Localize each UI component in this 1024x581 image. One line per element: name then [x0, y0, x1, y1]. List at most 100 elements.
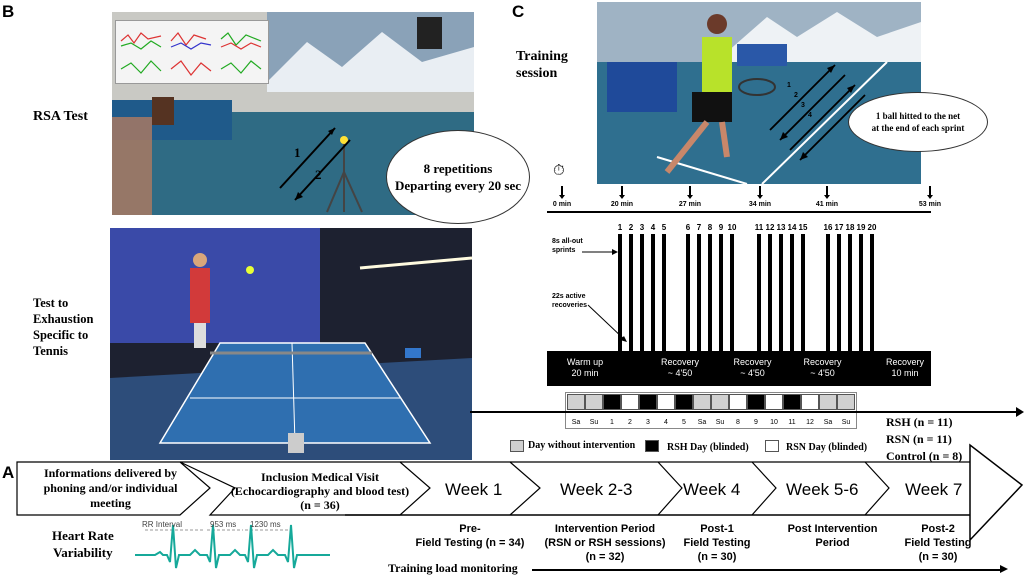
calendar-day-label: 8: [736, 419, 740, 426]
sprint-bar: [629, 234, 633, 352]
legend-rsn: RSN Day (blinded): [786, 442, 868, 453]
training-scene: [597, 2, 921, 184]
training-speech-bubble: 1 ball hitted to the net at the end of e…: [848, 92, 988, 152]
sprint-bar: [801, 234, 805, 352]
label-pointer-arrows: [582, 249, 627, 342]
calendar-day-rsn: [765, 394, 783, 410]
sprint-number: 7: [696, 223, 702, 232]
calendar-day-rsn: [621, 394, 639, 410]
phase5-line3: (n = 30): [918, 551, 958, 563]
phase-post2: Post-2 Field Testing (n = 30): [893, 522, 983, 564]
phase1-line2: Field Testing (n = 34): [415, 537, 525, 549]
sprint-bar: [686, 234, 690, 352]
minute-axis: [547, 211, 931, 213]
court-arrow-1: 1: [787, 82, 791, 89]
calendar-day-rsh: [603, 394, 621, 410]
band-label: Recovery~ 4'50: [725, 357, 780, 379]
band-label-line1: Recovery: [660, 357, 699, 367]
minute-tick-head: [927, 195, 933, 199]
sprint-bar: [618, 234, 622, 352]
sprint-number: 16: [823, 223, 833, 232]
sprint-bar: [708, 234, 712, 352]
sprint-number: 9: [718, 223, 724, 232]
panel-c-letter: C: [512, 2, 525, 21]
minute-tick-arrow: [561, 186, 563, 196]
sprint-number: 17: [834, 223, 844, 232]
calendar-day-label: 12: [806, 419, 814, 426]
ecg-trace: [135, 524, 330, 569]
tennis-court-photo: [110, 228, 472, 460]
sprint-bar: [870, 234, 874, 352]
band-label-line1: Recovery: [803, 357, 842, 367]
calendar-day-label: 1: [610, 419, 614, 426]
phase-post-intervention: Post Intervention Period: [775, 522, 890, 550]
band-label-line2: 20 min: [571, 368, 599, 378]
sprint-number: 13: [776, 223, 786, 232]
step1-text: Informations delivered by phoning and/or…: [18, 466, 203, 511]
calendar-day-none: [837, 394, 855, 410]
band-label-line2: ~ 4'50: [810, 368, 835, 378]
training-bubble-line1: 1 ball hitted to the net: [875, 111, 961, 121]
panel-a-letter: A: [2, 463, 15, 482]
sprint-bar: [640, 234, 644, 352]
calendar-day-none: [567, 394, 585, 410]
minute-tick-head: [619, 195, 625, 199]
rsa-sprint-arrows: [279, 127, 351, 201]
sprint-number: 11: [754, 223, 764, 232]
step1-line2: phoning and/or individual: [43, 481, 178, 495]
training-line1: Training: [516, 49, 568, 64]
calendar-day-label: Sa: [571, 419, 581, 426]
sprints-label-1: 8s all-out: [552, 238, 583, 245]
tte-line4: Tennis: [33, 344, 68, 358]
sprints-label-2: sprints: [552, 247, 576, 254]
step1-line3: meeting: [90, 496, 131, 510]
sprint-number: 2: [628, 223, 634, 232]
group-rsn: RSN (n = 11): [886, 432, 952, 446]
rsa-bubble-line1: 8 repetitions: [423, 161, 493, 176]
band-label-line1: Recovery: [885, 357, 924, 367]
sprint-bar: [651, 234, 655, 352]
timeline-arrowhead: [1016, 407, 1024, 417]
rr-value-2: 1230 ms: [250, 520, 281, 529]
calendar-day-rsn: [729, 394, 747, 410]
recoveries-label-2: recoveries: [552, 302, 588, 309]
week-5-6: Week 5-6: [786, 480, 859, 499]
week-2-3: Week 2-3: [560, 480, 633, 499]
rsa-arrow-2: 2: [315, 167, 322, 182]
step2-line2: (Echocardiography and blood test): [230, 484, 410, 498]
calendar-day-label: Su: [589, 419, 599, 426]
training-load-label: Training load monitoring: [388, 561, 518, 575]
week-1: Week 1: [445, 480, 503, 499]
minute-tick-arrow: [826, 186, 828, 196]
sprint-bar: [662, 234, 666, 352]
sprint-number: 8: [707, 223, 713, 232]
rsa-scene: [112, 12, 474, 215]
training-photo: [597, 2, 921, 184]
minute-tick-head: [824, 195, 830, 199]
step2-line3: (n = 36): [300, 498, 340, 512]
minute-tick-arrow: [689, 186, 691, 196]
calendar-day-label: Sa: [823, 419, 833, 426]
legend-rsn-swatch: [765, 440, 779, 452]
phase2-line3: (n = 32): [585, 551, 625, 563]
sprint-number: 4: [650, 223, 656, 232]
minute-tick-head: [687, 195, 693, 199]
calendar-day-none: [585, 394, 603, 410]
week-7: Week 7: [905, 480, 963, 499]
sprint-number: 5: [661, 223, 667, 232]
sprint-number: 20: [867, 223, 877, 232]
tte-label: Test to Exhaustion Specific to Tennis: [33, 295, 93, 359]
weeks-arrow-shape: [16, 443, 1024, 542]
training-load-line: [532, 569, 1002, 571]
minute-tick-label: 41 min: [815, 201, 839, 208]
calendar-day-rsh: [747, 394, 765, 410]
calendar-day-none: [819, 394, 837, 410]
phase-intervention: Intervention Period (RSN or RSH sessions…: [540, 522, 670, 564]
phase-pre-testing: Pre- Field Testing (n = 34): [405, 522, 535, 550]
minute-tick-label: 0 min: [552, 201, 572, 208]
legend-rsh: RSH Day (blinded): [667, 442, 749, 453]
sprint-bar: [697, 234, 701, 352]
panel-b-letter: B: [2, 2, 15, 21]
group-control: Control (n = 8): [886, 449, 963, 463]
sprint-bar: [757, 234, 761, 352]
